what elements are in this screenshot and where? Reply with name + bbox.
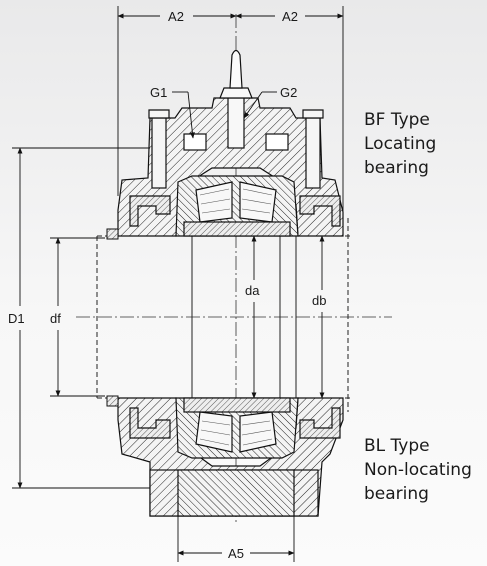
housing-upper-section <box>117 49 344 237</box>
dim-label-da: da <box>245 283 260 298</box>
locknut-marks <box>106 228 119 407</box>
bl-label-line-1: BL Type <box>364 436 430 456</box>
dim-label-g1: G1 <box>150 85 167 100</box>
bl-label-line-3: bearing <box>364 484 429 504</box>
bl-label-line-2: Non-locating <box>364 460 472 480</box>
bf-label-line-1: BF Type <box>364 110 430 130</box>
dim-label-a5: A5 <box>228 546 244 561</box>
dim-label-g2: G2 <box>280 85 297 100</box>
bf-label-line-3: bearing <box>364 158 429 178</box>
bf-type-label: BF Type Locating bearing <box>364 108 436 180</box>
dim-label-a2-left: A2 <box>168 9 184 24</box>
bf-label-line-2: Locating <box>364 134 437 154</box>
dim-label-df: df <box>50 311 61 326</box>
dim-label-d1: D1 <box>8 311 25 326</box>
bl-type-label: BL Type Non-locating bearing <box>364 434 472 506</box>
dim-label-a2-right: A2 <box>282 9 298 24</box>
dim-label-db: db <box>312 293 326 308</box>
dimension-lines <box>12 6 344 562</box>
housing-lower-section <box>117 397 344 517</box>
